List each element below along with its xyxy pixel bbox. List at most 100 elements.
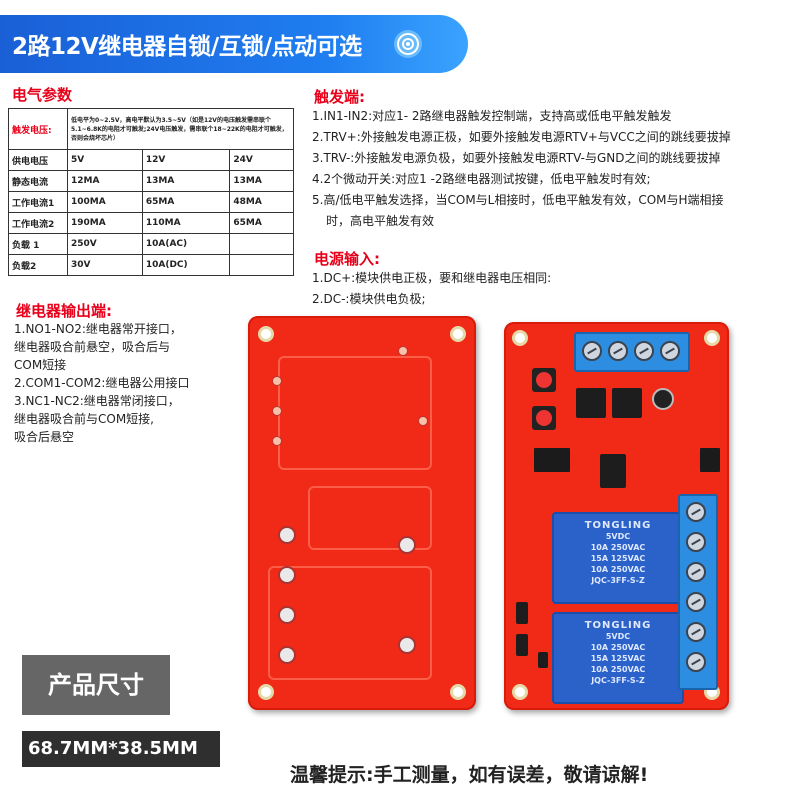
- screw: [686, 622, 706, 642]
- cell: 48MA: [229, 191, 294, 213]
- size-label: 产品尺寸: [22, 655, 170, 715]
- trigger-note: 低电平为0~2.5V，高电平默认为3.5~5V（如是12V的电压触发需串联个5.…: [67, 108, 294, 150]
- mount-hole: [258, 684, 274, 700]
- mount-hole: [512, 684, 528, 700]
- relay-out-line: 1.NO1-NO2:继电器常开接口，: [14, 322, 182, 336]
- solder-pad: [418, 416, 428, 426]
- smd-component: [538, 652, 548, 668]
- test-button-1: [532, 368, 556, 392]
- relay-brand: TONGLING: [584, 520, 652, 531]
- board-back-photo: [248, 316, 476, 710]
- jumper-header: [534, 448, 570, 472]
- relay-out-heading: 继电器输出端:: [16, 302, 112, 320]
- row-label: 工作电流1: [8, 191, 68, 213]
- trigger-heading: 触发端:: [314, 88, 365, 106]
- cell: 190MA: [67, 212, 143, 234]
- screw: [660, 341, 680, 361]
- trigger-line: 1.IN1-IN2:对应1- 2路继电器触发控制端，支持高或低电平触发触发: [312, 109, 672, 123]
- relay-out-lines: 1.NO1-NO2:继电器常开接口， 继电器吸合前悬空，吸合后与 COM短接 2…: [14, 320, 189, 446]
- power-lines: 1.DC+:模块供电正极，要和继电器电压相同: 2.DC-:模块供电负极;: [312, 268, 551, 310]
- trigger-line: 2.TRV+:外接触发电源正极，如要外接触发电源RTV+与VCC之间的跳线要拔掉: [312, 130, 731, 144]
- screw: [582, 341, 602, 361]
- jumper-header: [700, 448, 720, 472]
- trigger-line: 4.2个微动开关:对应1 -2路继电器测试按键，低电平触发时有效;: [312, 172, 651, 186]
- cell: 65MA: [229, 212, 294, 234]
- relay-out-line: 吸合后悬空: [14, 430, 75, 444]
- mount-hole: [258, 326, 274, 342]
- table-row: 工作电流1 100MA 65MA 48MA: [8, 191, 294, 213]
- row-label: 供电电压: [8, 149, 68, 171]
- relay-1: TONGLING 5VDC 10A 250VAC 15A 125VAC 10A …: [552, 512, 684, 604]
- solder-pad: [278, 526, 296, 544]
- logic-chip: [600, 454, 626, 488]
- cell: 13MA: [229, 170, 294, 192]
- screw: [634, 341, 654, 361]
- mount-hole: [450, 684, 466, 700]
- solder-pad: [278, 606, 296, 624]
- banner-title: 2路12V继电器自锁/互锁/点动可选: [12, 34, 362, 60]
- power-heading: 电源输入:: [314, 250, 380, 268]
- cell: 13MA: [141, 170, 231, 192]
- solder-pad: [272, 406, 282, 416]
- measurement-tip: 温馨提示:手工测量，如有误差，敬请谅解!: [290, 764, 649, 786]
- table-row: 负载 1 250V 10A(AC): [8, 233, 294, 255]
- cell: 10A(DC): [141, 254, 231, 276]
- relay-model: JQC-3FF-S-Z: [591, 676, 645, 685]
- trigger-line: 3.TRV-:外接触发电源负极，如要外接触发电源RTV-与GND之间的跳线要拔掉: [312, 151, 721, 165]
- relay-spec: 10A 250VAC: [590, 565, 646, 574]
- cell: 65MA: [141, 191, 231, 213]
- size-value: 68.7MM*38.5MM: [22, 731, 220, 767]
- solder-pad: [272, 436, 282, 446]
- trigger-line: 时，高电平触发有效: [326, 214, 435, 228]
- relay-2: TONGLING 5VDC 10A 250VAC 15A 125VAC 10A …: [552, 612, 684, 704]
- cell: 110MA: [141, 212, 231, 234]
- cell: 10A(AC): [141, 233, 231, 255]
- mount-hole: [512, 330, 528, 346]
- row-label: 负载2: [8, 254, 68, 276]
- row-label: 静态电流: [8, 170, 68, 192]
- solder-pad: [398, 636, 416, 654]
- optocoupler-chip: [612, 388, 642, 418]
- smd-component: [516, 634, 528, 656]
- relay-out-line: 继电器吸合前与COM短接,: [14, 412, 154, 426]
- screw: [686, 562, 706, 582]
- spec-table: 触发电压: 低电平为0~2.5V，高电平默认为3.5~5V（如是12V的电压触发…: [8, 108, 294, 276]
- relay-spec: 10A 250VAC: [590, 665, 646, 674]
- cell: 250V: [67, 233, 143, 255]
- table-row: 负载2 30V 10A(DC): [8, 254, 294, 276]
- relay-spec: 15A 125VAC: [590, 654, 646, 663]
- cell: [229, 233, 294, 255]
- spec-heading: 电气参数: [12, 86, 73, 104]
- power-line: 2.DC-:模块供电负极;: [312, 292, 426, 306]
- solder-pad: [278, 566, 296, 584]
- trigger-label: 触发电压:: [8, 108, 68, 150]
- relay-voltage: 5VDC: [605, 532, 631, 541]
- mount-hole: [704, 330, 720, 346]
- row-label: 工作电流2: [8, 212, 68, 234]
- solder-pad: [398, 536, 416, 554]
- solder-pad: [398, 346, 408, 356]
- table-row: 供电电压 5V 12V 24V: [8, 149, 294, 171]
- optocoupler-chip: [576, 388, 606, 418]
- relay-out-line: 3.NC1-NC2:继电器常闭接口，: [14, 394, 180, 408]
- power-line: 1.DC+:模块供电正极，要和继电器电压相同:: [312, 271, 552, 285]
- relay-out-line: 2.COM1-COM2:继电器公用接口: [14, 376, 190, 390]
- smd-component: [516, 602, 528, 624]
- relay-model: JQC-3FF-S-Z: [591, 576, 645, 585]
- cell: 5V: [67, 149, 143, 171]
- glow-target-icon: [394, 30, 422, 58]
- solder-pad: [278, 646, 296, 664]
- row-label: 负载 1: [8, 233, 68, 255]
- trace: [278, 356, 432, 470]
- output-terminal-block: [678, 494, 718, 690]
- table-row: 静态电流 12MA 13MA 13MA: [8, 170, 294, 192]
- mount-hole: [450, 326, 466, 342]
- test-button-2: [532, 406, 556, 430]
- screw: [686, 502, 706, 522]
- relay-brand: TONGLING: [584, 620, 652, 631]
- cell: 12V: [141, 149, 231, 171]
- cell: 30V: [67, 254, 143, 276]
- cell: 12MA: [67, 170, 143, 192]
- trace: [308, 486, 432, 550]
- title-banner: 2路12V继电器自锁/互锁/点动可选: [0, 15, 468, 73]
